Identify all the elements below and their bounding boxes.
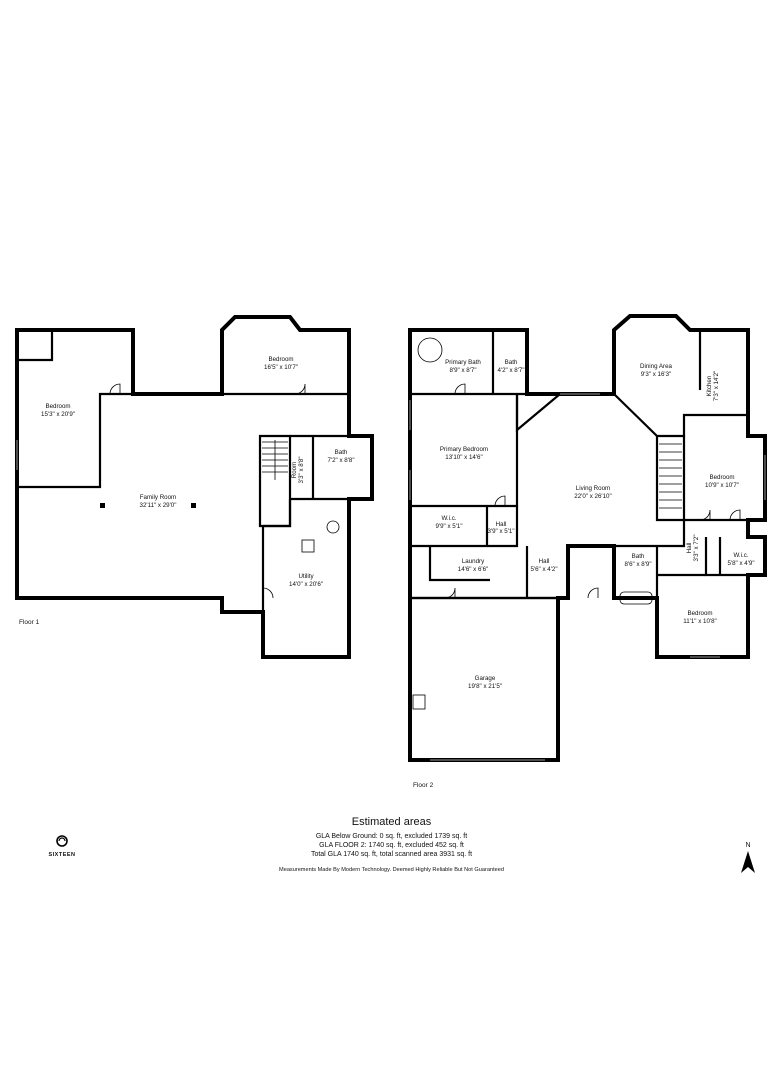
floor1-labels: Bedroom 15'3" x 20'9" Bedroom 16'5" x 10…	[19, 356, 355, 626]
floor1-plan	[15, 315, 374, 659]
room-name: W.i.c.	[441, 515, 456, 522]
gla-floor2: GLA FLOOR 2: 1740 sq. ft, excluded 452 s…	[319, 842, 464, 849]
north-arrow-icon	[741, 851, 755, 873]
floor2-door	[454, 383, 466, 395]
floor1-stairs	[262, 440, 288, 480]
logo-icon	[56, 835, 68, 847]
room-dims: 10'9" x 10'7"	[705, 482, 739, 489]
room-dims: 3'3" x 7'2"	[693, 534, 700, 561]
gla-total: Total GLA 1740 sq. ft, total scanned are…	[310, 851, 473, 858]
room-dims: 9'3" x 16'3"	[641, 371, 672, 378]
floor1-door	[262, 587, 274, 599]
floor2-bedroom-bottom-wall	[655, 573, 706, 657]
room-name: Bedroom	[268, 356, 293, 363]
room-dims: 13'10" x 14'6"	[445, 454, 482, 461]
floor2-outer-wall	[408, 314, 767, 762]
room-name: Kitchen	[706, 375, 713, 396]
room-name: Bedroom	[687, 610, 712, 617]
floor2-wic-wall	[410, 506, 519, 548]
room-dims: 9'9" x 5'1"	[435, 523, 462, 530]
room-dims: 22'0" x 26'10"	[574, 493, 611, 500]
floor1-utility-box	[301, 539, 315, 553]
room-dims: 3'3" x 8'8"	[298, 456, 305, 483]
floor2-plan	[408, 314, 767, 762]
floor2-tub	[417, 337, 443, 363]
floor2-door	[587, 587, 599, 599]
room-dims: 5'6" x 4'2"	[530, 566, 557, 573]
room-name: Bedroom	[45, 403, 70, 410]
floor1-door	[294, 383, 306, 395]
room-name: Hall	[686, 543, 693, 554]
room-name: Utility	[298, 573, 314, 580]
floor2-door	[729, 509, 741, 521]
room-name: Bath	[505, 359, 518, 366]
floor1-door	[109, 383, 121, 395]
room-dims: 15'3" x 20'9"	[41, 411, 75, 418]
room-dims: 8'6" x 8'9"	[624, 561, 651, 568]
floor2-door	[444, 587, 456, 599]
floor2-garage-appliance	[412, 694, 426, 710]
floor1-column	[191, 503, 196, 508]
floor2-stairs	[659, 443, 682, 509]
room-name: W.i.c.	[733, 552, 748, 559]
floor2-primary-bath-wall	[410, 330, 527, 396]
room-dims: 14'6" x 6'6"	[458, 566, 489, 573]
disclaimer: Measurements Made By Modern Technology. …	[279, 867, 504, 873]
room-dims: 19'8" x 21'5"	[468, 683, 502, 690]
floor2-labels: Primary Bath 8'9" x 8'7" Bath 4'2" x 8'7…	[413, 359, 755, 789]
room-dims: 3'9" x 5'1"	[487, 528, 514, 535]
room-dims: 7'3" x 14'2"	[713, 371, 720, 402]
estimated-areas-title: Estimated areas	[351, 816, 432, 828]
logo-text: SIXTEEN	[48, 852, 76, 858]
room-name: Hall	[539, 558, 550, 565]
floor1-column	[100, 503, 105, 508]
floor2-tub-mid	[619, 591, 653, 605]
room-name: Bedroom	[709, 474, 734, 481]
room-name: Bath	[335, 449, 348, 456]
floor1-room-wall	[290, 434, 349, 501]
room-dims: 14'0" x 20'6"	[289, 581, 323, 588]
floor2-door	[494, 495, 506, 507]
room-dims: 11'1" x 10'8"	[683, 618, 716, 625]
floor1-bedroom-left-wall	[17, 392, 133, 489]
room-name: Primary Bath	[445, 359, 481, 366]
room-name: Room	[291, 462, 298, 479]
floor-label: Floor 1	[19, 619, 40, 626]
floor2-bath-mid-wall	[614, 520, 748, 598]
gla-summary: GLA Below Ground: 0 sq. ft, excluded 173…	[0, 832, 783, 859]
room-dims: 8'9" x 8'7"	[449, 367, 476, 374]
room-name: Living Room	[576, 485, 610, 492]
room-name: Bath	[632, 553, 645, 560]
company-logo: SIXTEEN	[44, 834, 80, 858]
room-dims: 32'11" x 29'0"	[140, 502, 177, 509]
room-name: Laundry	[462, 558, 485, 565]
floor2-landing-wall	[515, 393, 561, 433]
room-dims: 4'2" x 8'7"	[497, 367, 524, 374]
room-name: Hall	[496, 521, 507, 528]
room-dims: 7'2" x 8'8"	[327, 457, 354, 464]
floor2-door	[699, 509, 711, 521]
floor1-utility-wall	[261, 499, 292, 612]
floor1-closet-wall	[17, 330, 54, 362]
gla-below-ground: GLA Below Ground: 0 sq. ft, excluded 173…	[315, 833, 468, 840]
north-label: N	[745, 842, 751, 849]
room-dims: 16'5" x 10'7"	[264, 364, 298, 371]
room-name: Primary Bedroom	[440, 446, 488, 453]
room-name: Family Room	[140, 494, 176, 501]
room-name: Garage	[475, 675, 496, 682]
floor2-stair-wall	[655, 436, 686, 522]
floor1-water-heater	[326, 520, 340, 534]
north-arrow: N	[738, 842, 758, 880]
room-name: Dining Area	[640, 363, 673, 370]
floor2-kitchen-wall	[613, 330, 748, 438]
floor-label: Floor 2	[413, 782, 434, 789]
floor1-outer-wall	[15, 315, 374, 659]
room-dims: 5'8" x 4'9"	[727, 560, 754, 567]
